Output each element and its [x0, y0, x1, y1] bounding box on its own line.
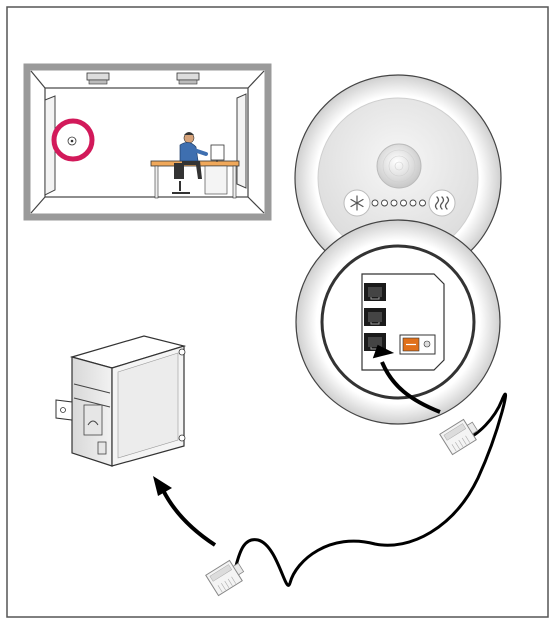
ceiling-light-left [87, 73, 109, 84]
rj-port-1[interactable] [364, 283, 386, 301]
indicator-dot [420, 200, 426, 206]
wall-sensor-icon [68, 137, 76, 145]
relay-switch[interactable] [400, 335, 435, 354]
pir-sensor-icon [377, 144, 421, 188]
monitor [211, 145, 224, 162]
ceiling-light-right [177, 73, 199, 84]
room-illustration [27, 67, 268, 217]
indicator-dot [372, 200, 378, 206]
rj-port-2[interactable] [364, 308, 386, 326]
cooling-button[interactable] [344, 190, 370, 216]
heating-button[interactable] [429, 190, 455, 216]
back-ports-view [296, 220, 500, 424]
junction-box [56, 336, 185, 466]
indicator-dot [401, 200, 407, 206]
indicator-dot [382, 200, 388, 206]
indicator-dot [410, 200, 416, 206]
indicator-dot [391, 200, 397, 206]
room-frame [27, 67, 268, 217]
